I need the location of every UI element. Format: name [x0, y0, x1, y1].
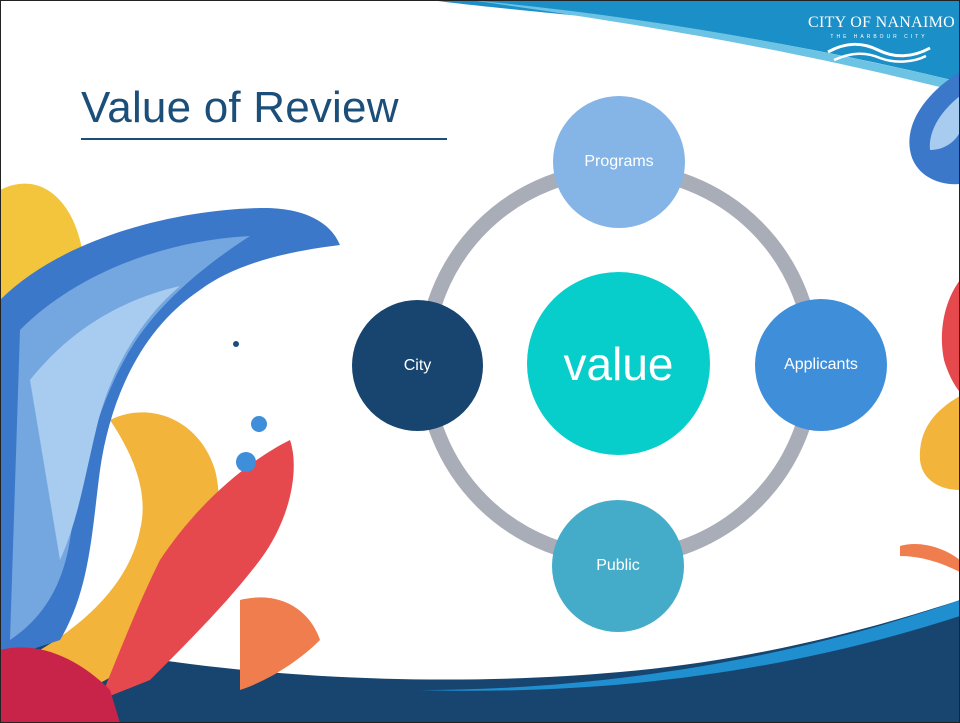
node-center-label: value	[563, 337, 674, 390]
node-public-label: Public	[596, 557, 640, 574]
node-programs: Programs	[553, 96, 685, 228]
waves-icon	[827, 42, 931, 63]
node-city: City	[352, 300, 483, 431]
red-stroke	[100, 440, 294, 700]
header-swoosh	[430, 0, 960, 82]
logo-name: CITY OF NANAIMO	[808, 14, 956, 31]
title-underline	[81, 138, 447, 140]
node-public: Public	[552, 500, 684, 632]
right-orange-stroke	[919, 396, 960, 490]
node-center-value: value	[527, 272, 710, 455]
footer-band-highlight	[420, 600, 960, 691]
footer-band	[0, 600, 960, 723]
slide-title: Value of Review	[81, 83, 399, 132]
right-red-stroke	[941, 280, 960, 392]
node-programs-label: Programs	[584, 153, 654, 170]
node-city-label: City	[403, 356, 432, 374]
node-applicants: Applicants	[755, 299, 887, 431]
city-logo: CITY OF NANAIMO THE HARBOUR CITY	[808, 12, 956, 66]
logo-tagline: THE HARBOUR CITY	[830, 34, 928, 40]
node-applicants-label: Applicants	[784, 356, 858, 373]
